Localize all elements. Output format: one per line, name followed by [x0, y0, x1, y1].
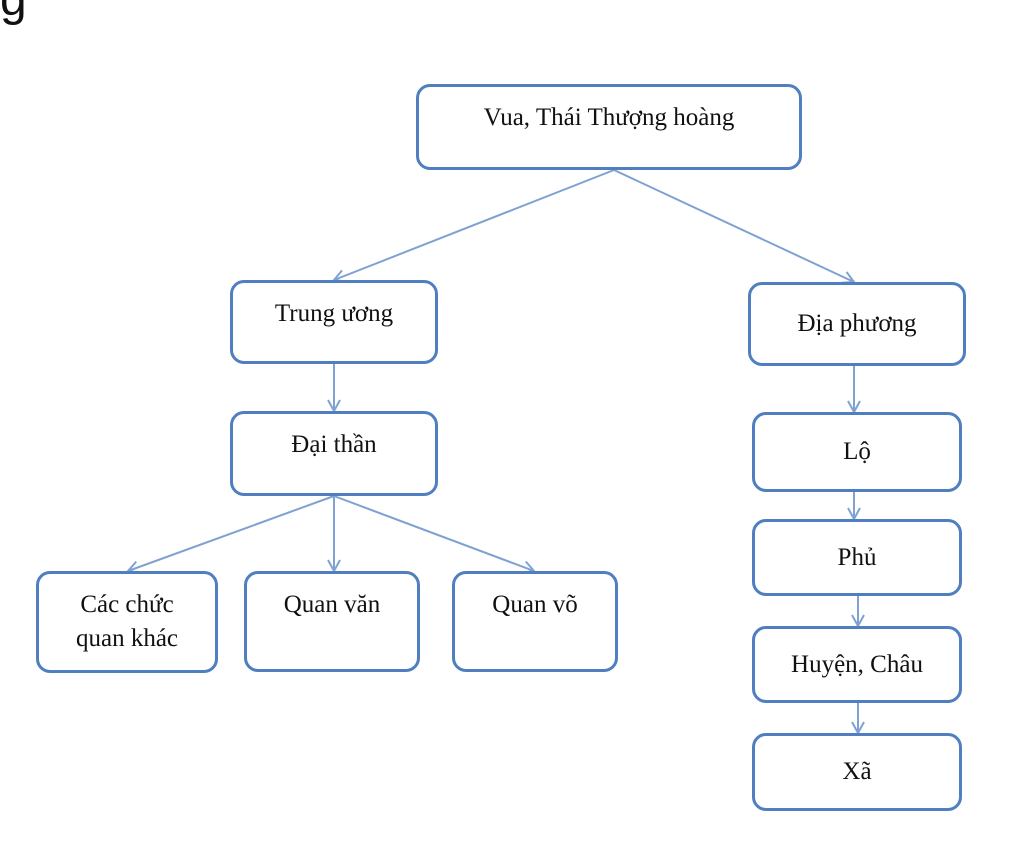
connector-root-to-local: [613, 169, 854, 282]
node-root-label: Vua, Thái Thượng hoàng: [483, 104, 735, 131]
node-xa-label: Xã: [842, 758, 872, 786]
node-civil-officials: Quan văn: [244, 571, 420, 672]
connector-grand-officials-to-other-offices: [128, 495, 335, 571]
node-other-offices-label: Các chức quan khác: [76, 588, 178, 656]
node-root: Vua, Thái Thượng hoàng: [416, 84, 802, 170]
node-central-label: Trung ương: [274, 300, 394, 327]
corner-text: g: [0, 0, 27, 24]
node-military-officials: Quan võ: [452, 571, 618, 672]
node-phu-label: Phủ: [837, 543, 877, 571]
node-other-offices-line2: quan khác: [75, 625, 179, 652]
node-civil-officials-label: Quan văn: [283, 591, 381, 618]
node-local-label: Địa phương: [797, 310, 917, 338]
connector-grand-officials-to-military: [333, 495, 534, 571]
node-central: Trung ương: [230, 280, 438, 364]
node-local: Địa phương: [748, 282, 966, 366]
node-huyen-chau: Huyện, Châu: [752, 626, 962, 703]
node-military-officials-label: Quan võ: [492, 591, 578, 618]
node-phu: Phủ: [752, 519, 962, 596]
node-lo-label: Lộ: [843, 438, 871, 466]
node-grand-officials: Đại thần: [230, 411, 438, 496]
node-grand-officials-label: Đại thần: [291, 431, 377, 458]
node-lo: Lộ: [752, 412, 962, 492]
node-xa: Xã: [752, 733, 962, 811]
node-other-offices-line1: Các chức: [80, 591, 174, 619]
connector-root-to-central: [334, 169, 615, 280]
node-other-offices: Các chức quan khác: [36, 571, 218, 673]
node-huyen-chau-label: Huyện, Châu: [791, 650, 923, 678]
